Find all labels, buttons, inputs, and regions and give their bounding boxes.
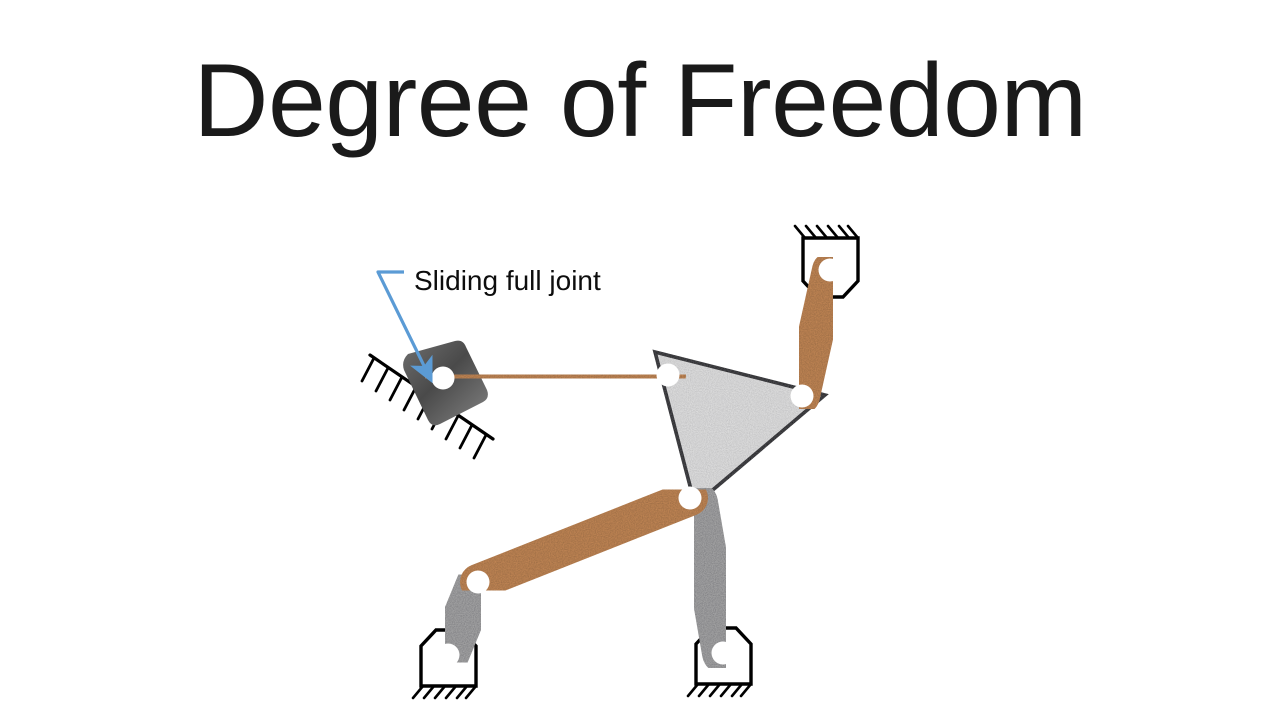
slider-coupler-link [425,357,686,396]
annotation-label: Sliding full joint [414,265,601,296]
right-rocker-link [676,482,744,674]
right-crank-link [784,252,848,414]
page-title: Degree of Freedom [193,43,1087,159]
annotation-sliding-full-joint: Sliding full joint [376,265,601,384]
inclined-hatched-ground [360,353,495,460]
lower-coupler-link [460,480,708,600]
ternary-link [652,349,829,509]
leader-line-arrow [376,270,433,384]
